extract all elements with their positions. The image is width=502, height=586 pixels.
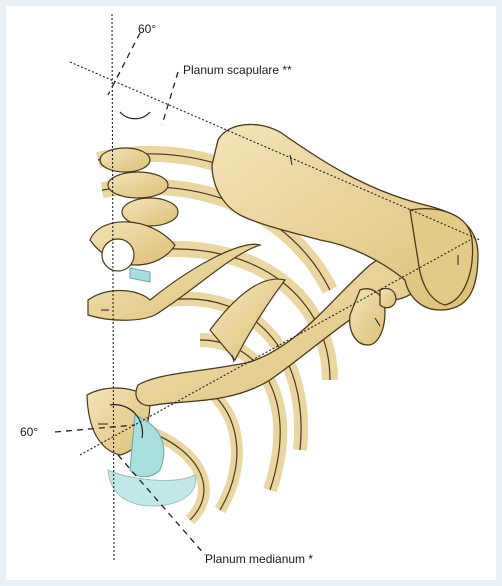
angle-left-label: 60° (20, 425, 38, 439)
planum-scapulare-label: Planum scapulare ** (183, 63, 292, 77)
planum-medianum-label: Planum medianum * (205, 552, 313, 566)
scapular-label-leader (162, 72, 178, 125)
angle-top-leader (108, 33, 140, 95)
angle-top-label: 60° (138, 22, 156, 36)
vertebral-column (90, 148, 178, 271)
angle-top-arc (120, 112, 150, 119)
first-rib (87, 244, 285, 455)
